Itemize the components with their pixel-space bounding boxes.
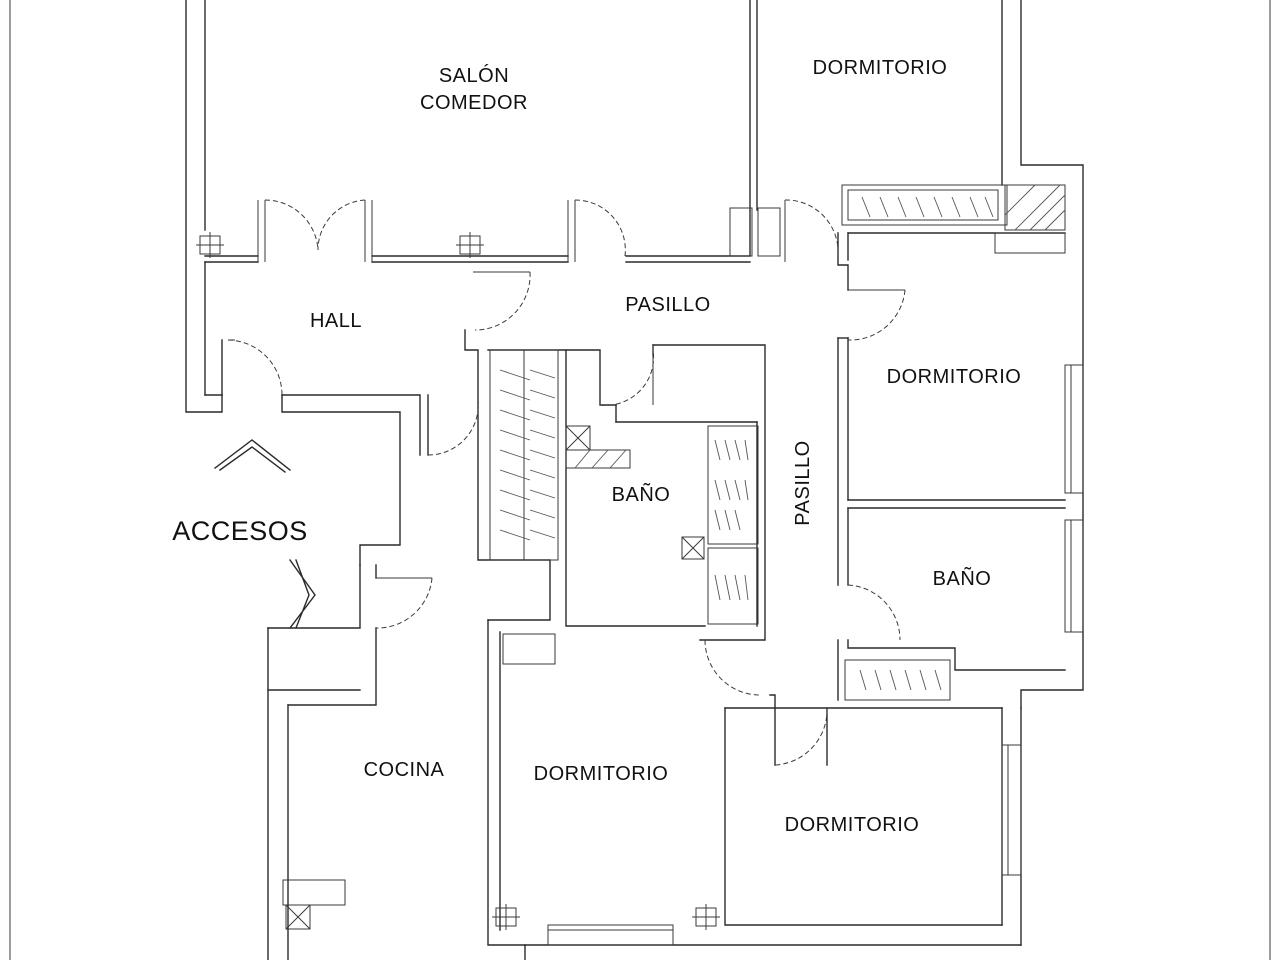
room-label-hall: HALL	[310, 310, 362, 332]
room-label-dormitorio-top: DORMITORIO	[813, 57, 948, 79]
closet-marks	[499, 196, 994, 691]
shafts	[196, 184, 1066, 930]
room-label-pasillo-vertical: PASILLO	[792, 440, 814, 525]
room-label-bano-right: BAÑO	[933, 566, 992, 590]
room-label-dormitorio-right-upper: DORMITORIO	[887, 366, 1022, 388]
room-label-salon: SALÓN	[439, 64, 509, 87]
windows	[547, 207, 1084, 946]
page-frame	[9, 0, 1271, 960]
room-label-bano-center: BAÑO	[612, 482, 671, 506]
room-label-dormitorio-bottom-right: DORMITORIO	[785, 814, 920, 836]
room-label-comedor: COMEDOR	[420, 92, 528, 114]
room-label-cocina: COCINA	[364, 759, 445, 781]
access-arrows	[214, 439, 316, 629]
access-label: ACCESOS	[172, 516, 308, 546]
interior-walls	[464, 184, 1084, 946]
room-label-dormitorio-bottom-center: DORMITORIO	[534, 763, 669, 785]
exterior-walls	[185, 0, 1084, 960]
room-labels: SALÓN COMEDOR DORMITORIO HALL PASILLO DO…	[172, 57, 1021, 836]
room-label-pasillo-top: PASILLO	[625, 294, 710, 316]
doors	[227, 199, 906, 766]
